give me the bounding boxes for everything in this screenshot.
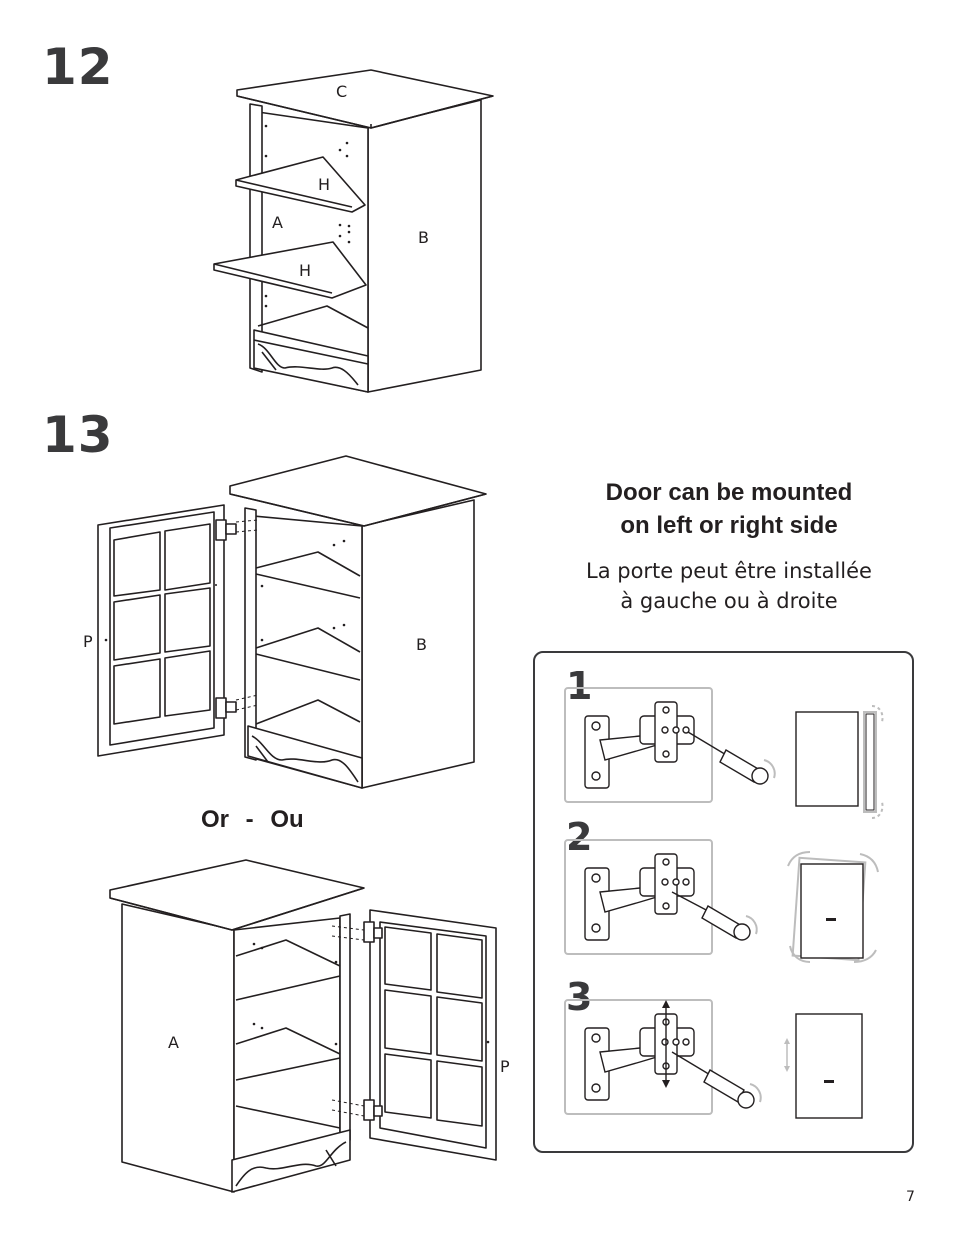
- label-panel-a: A: [272, 213, 283, 232]
- hinge-step-3-number: 3: [566, 975, 593, 1019]
- hinge-step-2-number: 2: [566, 815, 593, 859]
- note-en-line2: on left or right side: [620, 512, 838, 539]
- hinge-step-1-illustration: [564, 687, 884, 819]
- label-door-p-right: P: [500, 1057, 510, 1076]
- label-top-c: C: [336, 82, 348, 101]
- note-en-line1: Door can be mounted: [605, 479, 853, 506]
- label-shelf-h-upper: H: [318, 175, 331, 194]
- label-panel-a-step13: A: [168, 1033, 179, 1052]
- page-number: 7: [906, 1189, 915, 1205]
- hinge-step-2-illustration: [564, 839, 879, 963]
- note-fr-line2: à gauche ou à droite: [620, 589, 838, 613]
- label-panel-b: B: [418, 228, 429, 247]
- hinge-step-1-number: 1: [566, 664, 593, 708]
- label-shelf-h-lower: H: [299, 261, 312, 280]
- door-mount-note-fr: La porte peut être installée à gauche ou…: [555, 556, 903, 616]
- hinge-step-3-illustration: [564, 999, 863, 1119]
- door-mount-note-en: Door can be mounted on left or right sid…: [560, 476, 898, 542]
- note-fr-line1: La porte peut être installée: [586, 559, 872, 583]
- hinge-adjustment-panel: [533, 651, 914, 1153]
- label-panel-b-step13: B: [416, 635, 427, 654]
- or-separator: Or - Ou: [201, 806, 304, 833]
- label-door-p-left: P: [83, 632, 93, 651]
- step-number-12: 12: [42, 38, 114, 96]
- step-number-13: 13: [42, 406, 114, 464]
